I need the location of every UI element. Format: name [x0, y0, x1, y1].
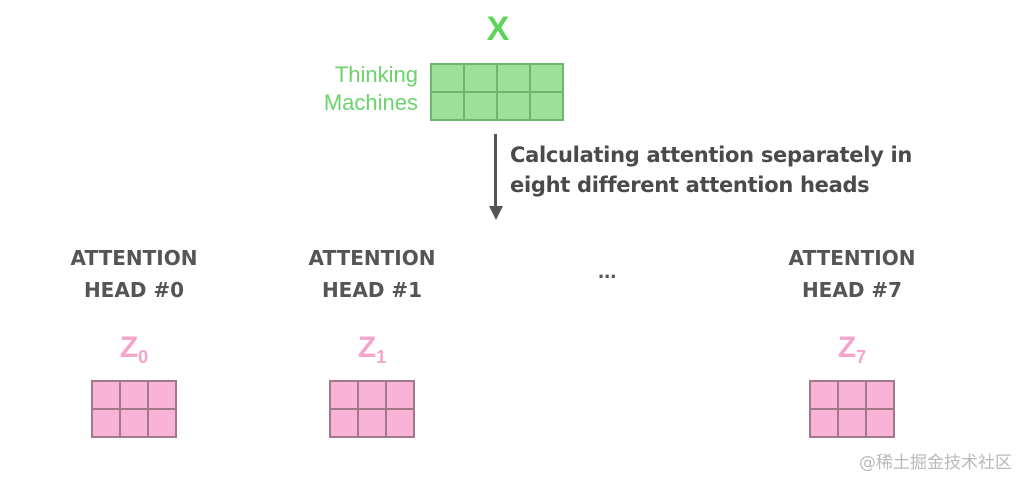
matrix-cell	[497, 64, 530, 92]
z-letter: Z	[119, 331, 139, 364]
matrix-cell	[431, 92, 464, 120]
down-arrow-shaft	[494, 134, 497, 208]
head-title: ATTENTION HEAD #7	[780, 242, 924, 306]
matrix-cell	[330, 381, 358, 409]
z-label: Z1	[300, 328, 444, 368]
caption-line-1: Calculating attention separately in	[510, 143, 913, 167]
z-subscript: 1	[376, 347, 387, 367]
output-matrix	[329, 380, 415, 438]
arrow-caption: Calculating attention separately in eigh…	[510, 140, 930, 200]
word-machines: Machines	[323, 90, 418, 115]
matrix-cell	[148, 409, 176, 437]
output-matrix	[91, 380, 177, 438]
z-label: Z7	[780, 328, 924, 368]
attention-head-7: ATTENTION HEAD #7 Z7	[780, 242, 924, 438]
x-title: X	[486, 10, 510, 48]
matrix-cell	[838, 409, 866, 437]
matrix-cell	[330, 409, 358, 437]
matrix-cell	[358, 409, 386, 437]
matrix-cell	[810, 381, 838, 409]
head-title-line-1: ATTENTION	[308, 246, 436, 270]
matrix-cell	[386, 381, 414, 409]
head-title-line-1: ATTENTION	[70, 246, 198, 270]
z-subscript: 7	[856, 347, 867, 367]
head-title: ATTENTION HEAD #1	[300, 242, 444, 306]
matrix-cell	[530, 92, 563, 120]
matrix-cell	[464, 64, 497, 92]
matrix-cell	[358, 381, 386, 409]
z-letter: Z	[837, 331, 857, 364]
down-arrow-icon	[489, 206, 503, 220]
matrix-cell	[92, 381, 120, 409]
watermark: @稀土掘金技术社区	[859, 453, 1012, 473]
matrix-cell	[530, 64, 563, 92]
head-title-line-1: ATTENTION	[788, 246, 916, 270]
matrix-cell	[838, 381, 866, 409]
z-letter: Z	[357, 331, 377, 364]
head-title-line-2: HEAD #0	[83, 278, 185, 302]
ellipsis: ...	[598, 258, 617, 283]
caption-line-2: eight different attention heads	[510, 173, 870, 197]
matrix-cell	[92, 409, 120, 437]
head-title-line-2: HEAD #1	[321, 278, 423, 302]
word-thinking: Thinking	[334, 62, 418, 87]
matrix-cell	[386, 409, 414, 437]
matrix-cell	[148, 381, 176, 409]
matrix-cell	[866, 409, 894, 437]
matrix-cell	[866, 381, 894, 409]
matrix-cell	[810, 409, 838, 437]
input-matrix	[430, 63, 564, 121]
output-matrix	[809, 380, 895, 438]
head-title-line-2: HEAD #7	[801, 278, 903, 302]
matrix-cell	[497, 92, 530, 120]
attention-head-1: ATTENTION HEAD #1 Z1	[300, 242, 444, 438]
matrix-cell	[120, 409, 148, 437]
attention-head-0: ATTENTION HEAD #0 Z0	[62, 242, 206, 438]
z-subscript: 0	[138, 347, 149, 367]
matrix-cell	[431, 64, 464, 92]
matrix-cell	[464, 92, 497, 120]
z-label: Z0	[62, 328, 206, 368]
head-title: ATTENTION HEAD #0	[62, 242, 206, 306]
matrix-cell	[120, 381, 148, 409]
